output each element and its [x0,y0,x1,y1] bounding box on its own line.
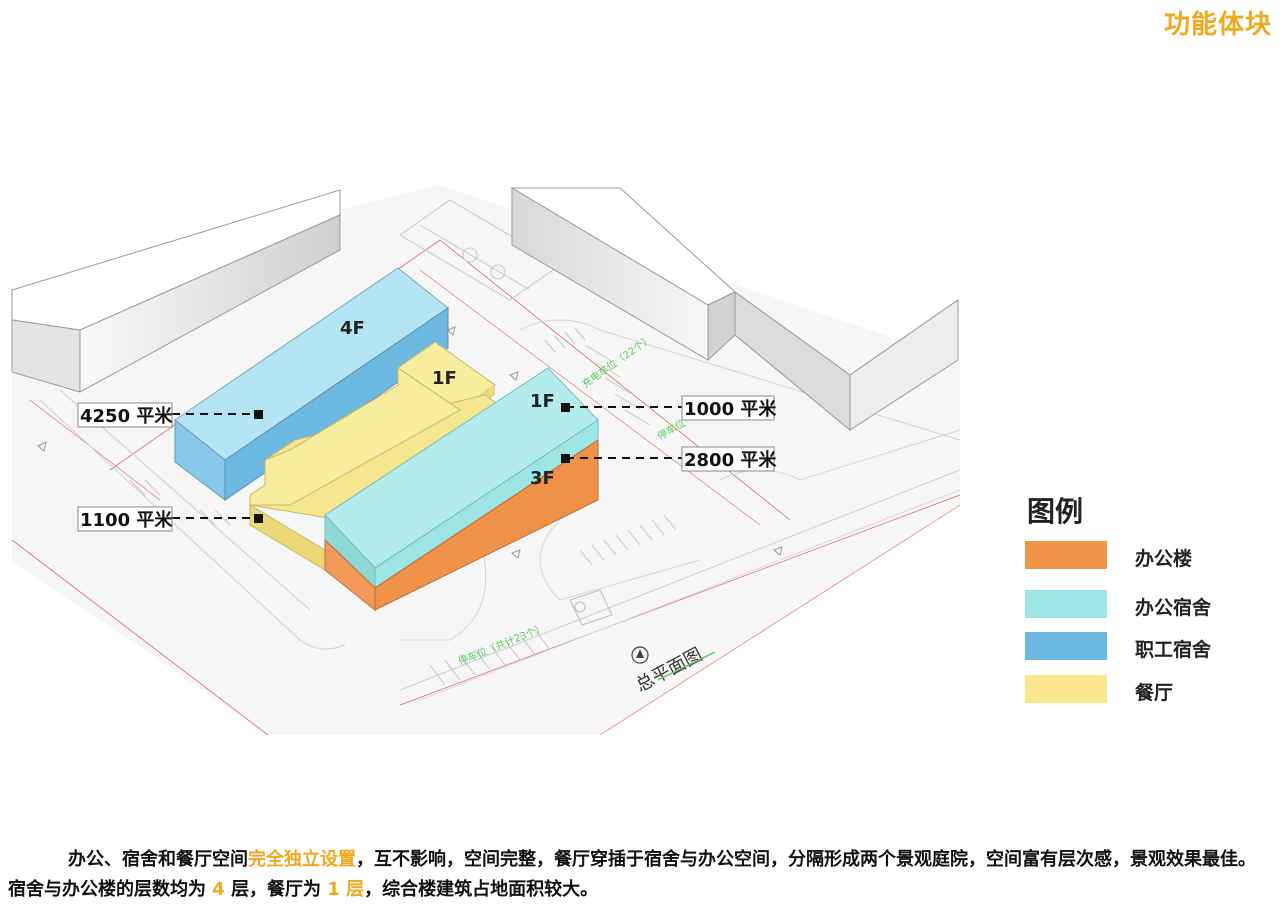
caption-highlight3: 1 层 [321,879,365,900]
north-arrow-icon [631,646,649,664]
legend-swatch [1025,632,1107,660]
office-block [324,367,599,612]
floor-label-office: 3F [530,468,555,489]
dining-block [248,341,521,571]
legend-title: 图例 [1027,495,1084,528]
caption-part4: ，综合楼建筑占地面积较大。 [364,879,599,900]
legend-label: 职工宿舍 [1135,639,1212,661]
context-buildings [11,187,959,432]
caption-highlight1: 完全独立设置 [248,849,356,870]
legend-label: 餐厅 [1135,682,1174,704]
area-label-dining: 1100 平米 [80,509,173,531]
caption-part1: 办公、宿舍和餐厅空间 [68,849,248,870]
floor-label-office-dorm: 1F [530,391,555,412]
legend-swatch [1025,675,1107,703]
legend-item: 办公楼 [1025,541,1265,571]
building-massing: 4F 1F 1F 3F [174,267,599,612]
area-callouts: 4250 平米 1100 平米 1000 平米 2800 平米 [77,395,777,532]
legend-item: 职工宿舍 [1025,632,1265,662]
legend-item: 办公宿舍 [1025,590,1265,620]
legend-label: 办公楼 [1135,548,1193,570]
massing-diagram: 充电车位（22个） 停车位（共计23个） 停车位 [11,187,961,736]
area-label-office: 2800 平米 [684,449,777,471]
legend-label: 办公宿舍 [1135,597,1212,619]
page-title: 功能体块 [1163,10,1272,40]
caption-part3: 层，餐厅为 [231,879,322,900]
legend-item: 餐厅 [1025,675,1265,705]
legend-swatch [1025,590,1107,618]
legend-swatch [1025,541,1107,569]
floor-label-dining: 1F [432,368,457,389]
caption-part2: ，互不影响，空间完整，餐厅穿插于宿舍与办公空间，分隔形成两个景观庭院，空间富有层… [8,849,1256,900]
floor-label-staff-dorm: 4F [340,318,365,339]
area-label-staff-dorm: 4250 平米 [80,405,173,427]
area-label-office-dorm: 1000 平米 [684,398,777,420]
caption-highlight2: 4 [206,879,232,900]
caption-text: 办公、宿舍和餐厅空间完全独立设置，互不影响，空间完整，餐厅穿插于宿舍与办公空间，… [8,845,1272,905]
